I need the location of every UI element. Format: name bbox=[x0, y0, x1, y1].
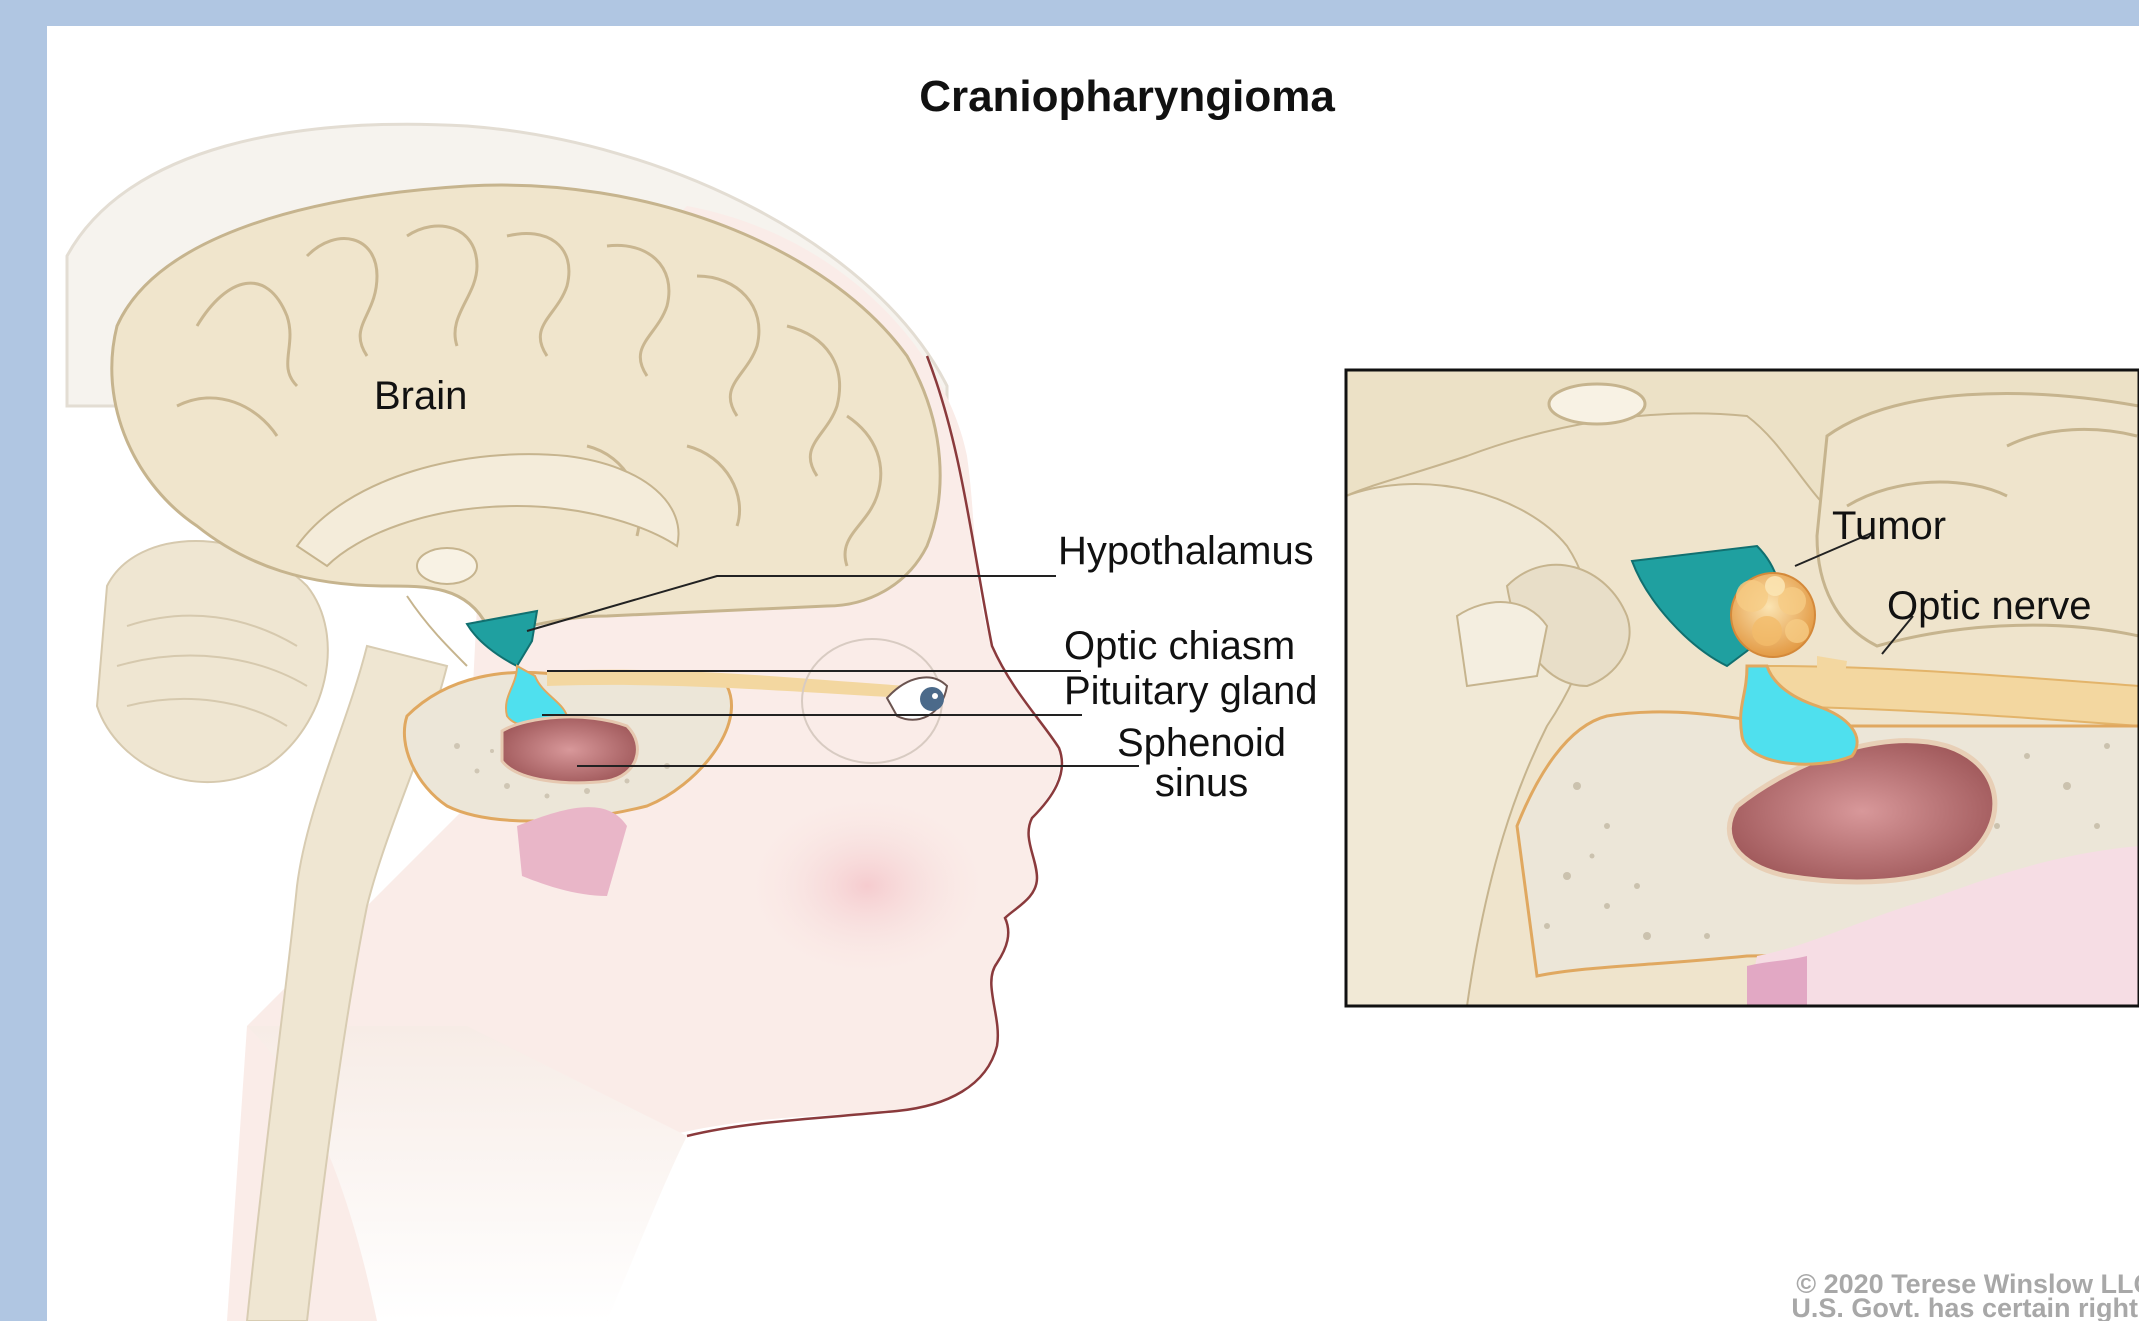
cheek-blush bbox=[747, 796, 987, 976]
inset-magnified-view bbox=[1346, 370, 2139, 1006]
copyright-credit: © 2020 Terese Winslow LLC U.S. Govt. has… bbox=[1791, 1272, 2139, 1320]
label-tumor: Tumor bbox=[1832, 506, 1946, 546]
iris bbox=[920, 687, 944, 711]
credit-line-2: U.S. Govt. has certain rights bbox=[1791, 1296, 2139, 1320]
label-sphenoid-line1: Sphenoid bbox=[1117, 723, 1286, 763]
label-brain: Brain bbox=[374, 376, 467, 416]
diagram-title: Craniopharyngioma bbox=[47, 72, 2139, 122]
label-pituitary-gland: Pituitary gland bbox=[1064, 671, 1317, 711]
tumor-mass bbox=[1731, 573, 1815, 657]
label-hypothalamus: Hypothalamus bbox=[1058, 531, 1314, 571]
diagram-canvas: Craniopharyngioma Brain Hypothalamus Opt… bbox=[47, 26, 2139, 1321]
label-optic-nerve: Optic nerve bbox=[1887, 586, 2092, 626]
label-sphenoid-line2: sinus bbox=[1117, 763, 1286, 803]
label-optic-chiasm: Optic chiasm bbox=[1064, 626, 1295, 666]
sphenoid-sinus-head bbox=[502, 717, 637, 783]
label-sphenoid-sinus: Sphenoid sinus bbox=[1117, 723, 1286, 803]
head-illustration bbox=[67, 124, 1062, 1321]
thalamus bbox=[417, 548, 477, 584]
